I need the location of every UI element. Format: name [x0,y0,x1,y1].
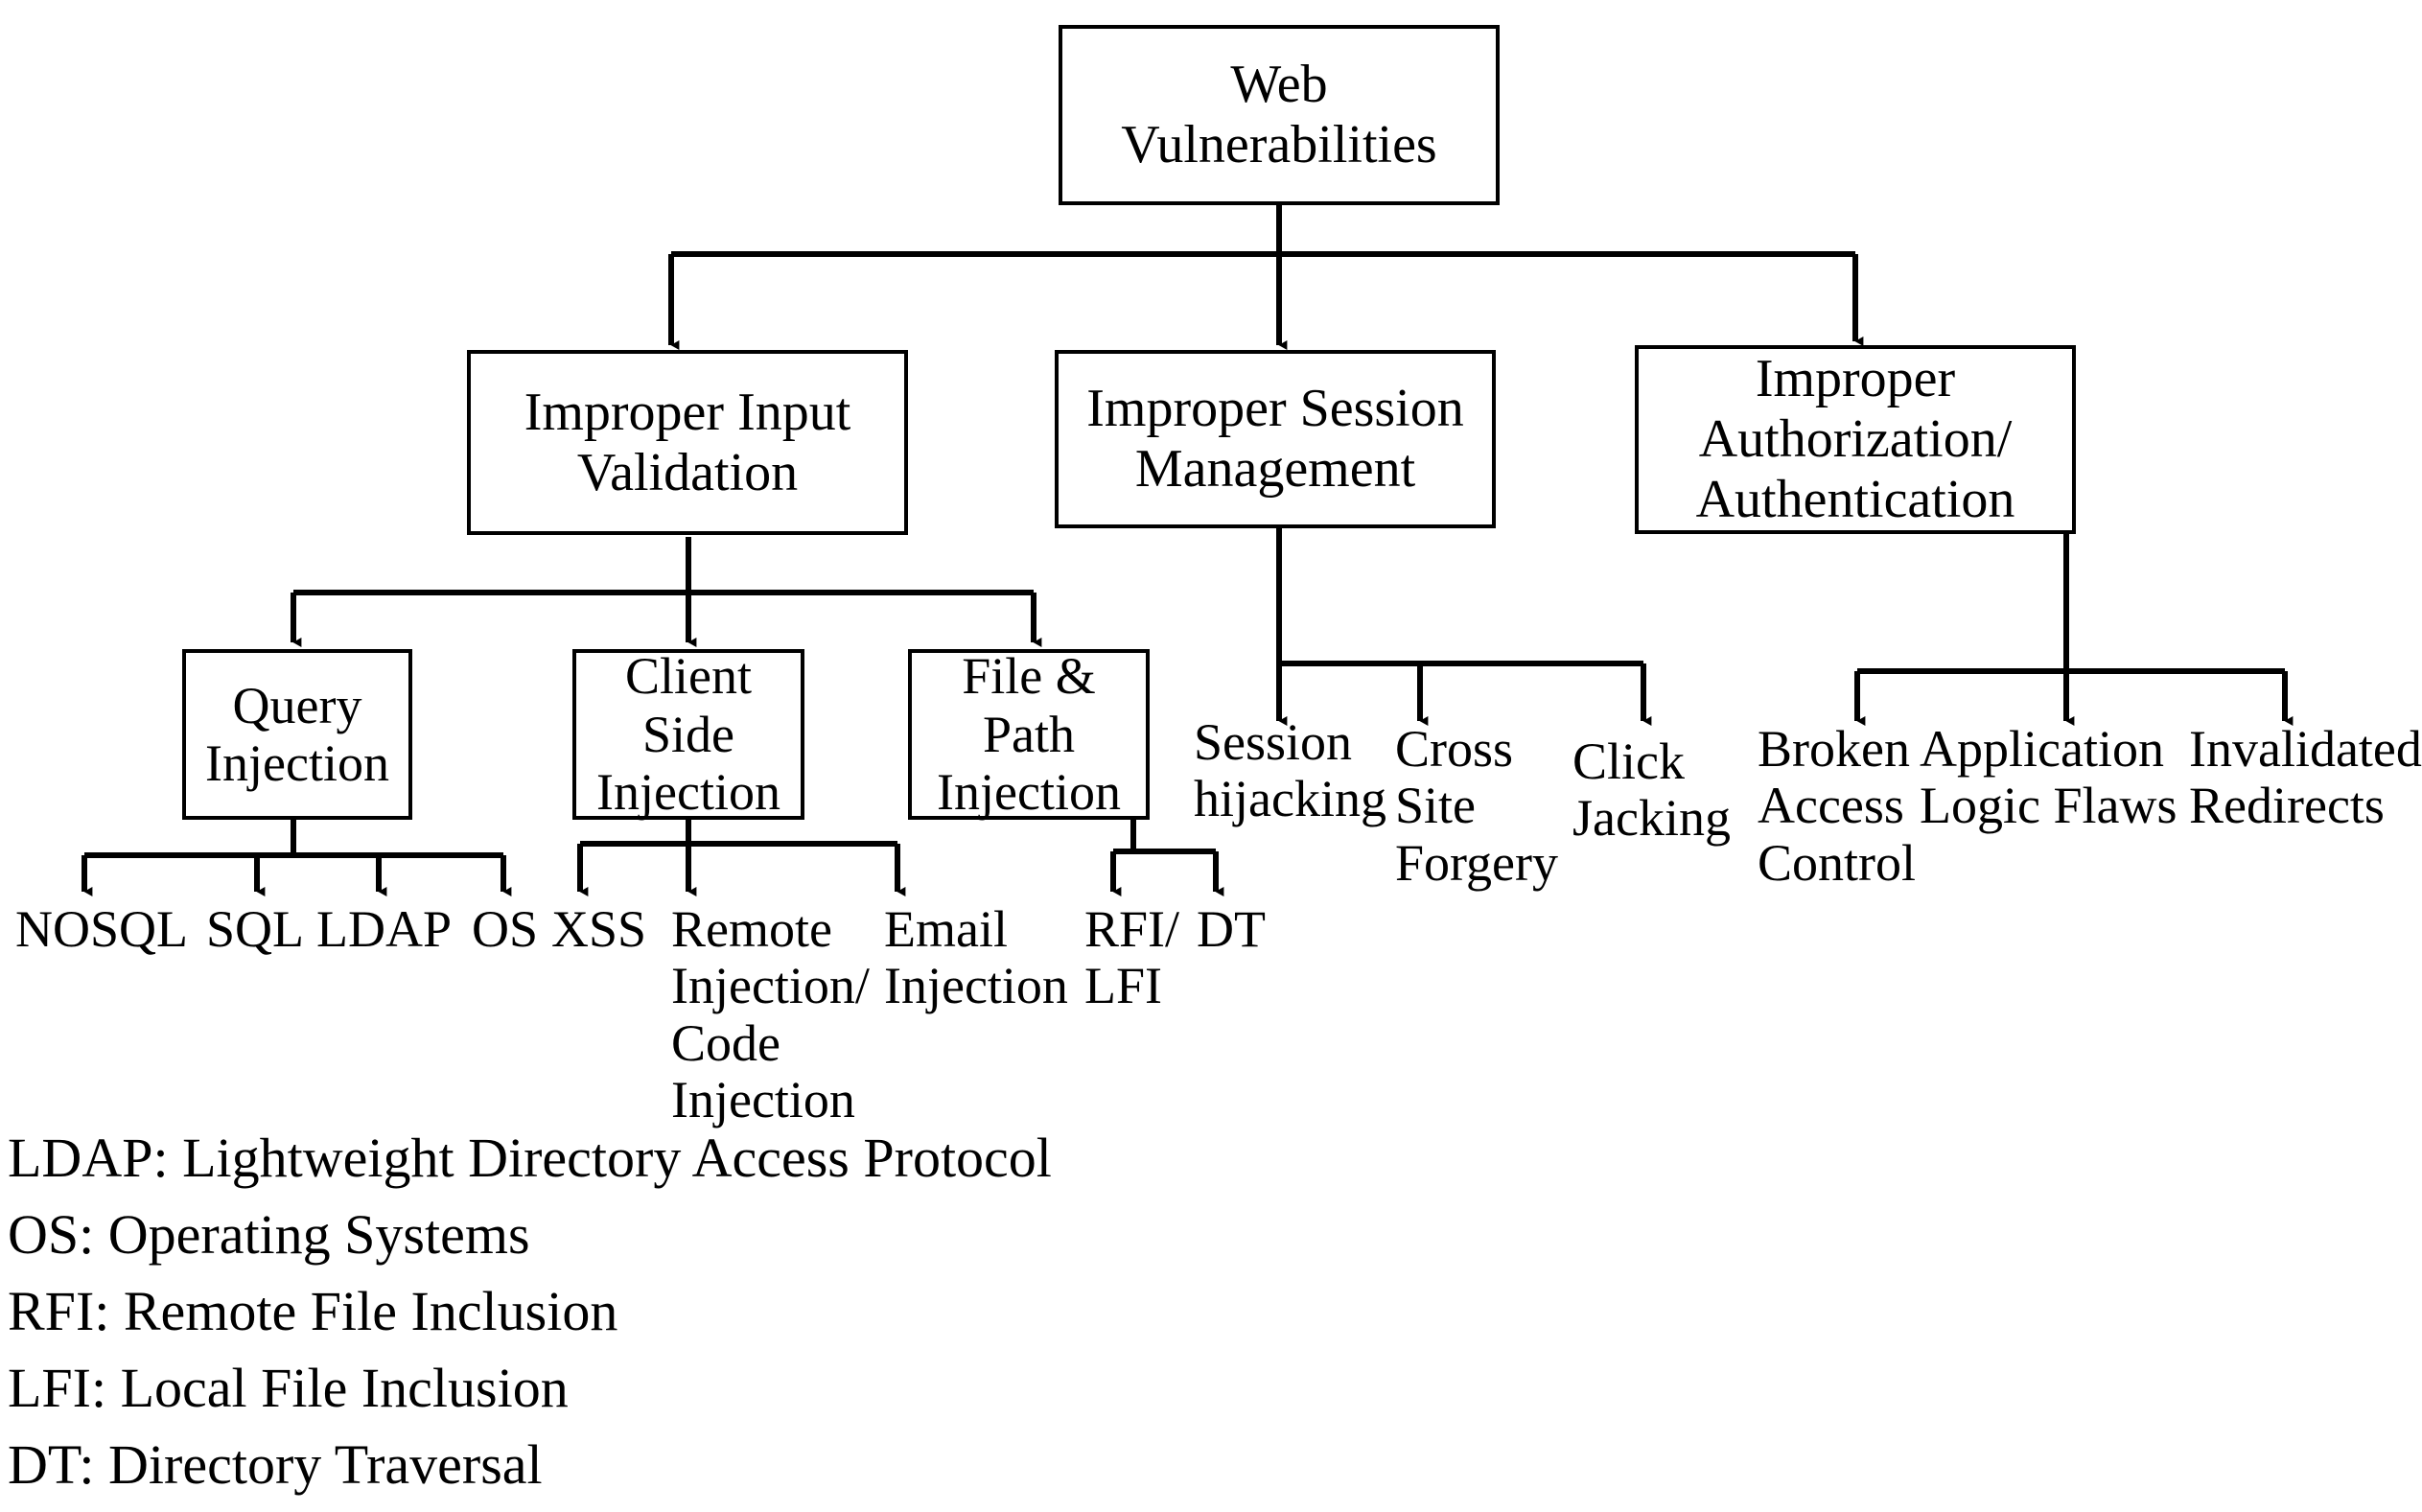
legend-line-lfi: LFI: Local File Inclusion [8,1357,569,1419]
legend-line-dt: DT: Directory Traversal [8,1433,543,1496]
node-web-vulnerabilities[interactable]: Web Vulnerabilities [1059,25,1500,205]
legend-line-rfi: RFI: Remote File Inclusion [8,1280,618,1342]
leaf-broken-access-control[interactable]: Broken Access Control [1758,720,1917,892]
node-client-side-injection[interactable]: Client Side Injection [572,647,804,821]
node-file-path-injection[interactable]: File & Path Injection [908,647,1150,821]
legend-line-ldap: LDAP: Lightweight Directory Access Proto… [8,1127,1052,1189]
node-improper-authorization-authentication[interactable]: Improper Authorization/ Authentication [1635,345,2076,534]
legend-abbreviations: LDAP: Lightweight Directory Access Proto… [8,1120,2386,1503]
leaf-session-hijacking[interactable]: Session hijacking [1194,713,1386,828]
leaf-application-logic-flaws[interactable]: Application Logic Flaws [1920,720,2177,835]
node-query-injection[interactable]: Query Injection [182,649,412,820]
leaf-cross-site-forgery[interactable]: Cross Site Forgery [1395,720,1558,892]
legend-line-os: OS: Operating Systems [8,1203,530,1266]
leaf-remote-injection-code-injection[interactable]: Remote Injection/ Code Injection [671,900,870,1129]
leaf-rfi-lfi[interactable]: RFI/ LFI [1084,900,1180,1015]
node-improper-session-management[interactable]: Improper Session Management [1055,350,1496,528]
leaf-click-jacking[interactable]: Click Jacking [1572,733,1731,848]
leaf-dt[interactable]: DT [1197,900,1266,958]
leaf-nosql[interactable]: NOSQL [15,900,189,958]
leaf-sql[interactable]: SQL [206,900,305,958]
leaf-ldap[interactable]: LDAP [316,900,453,958]
leaf-invalidated-redirects[interactable]: Invalidated Redirects [2189,720,2422,835]
leaf-xss[interactable]: XSS [551,900,647,958]
node-improper-input-validation[interactable]: Improper Input Validation [467,350,908,535]
leaf-email-injection[interactable]: Email Injection [884,900,1068,1015]
leaf-os[interactable]: OS [472,900,539,958]
